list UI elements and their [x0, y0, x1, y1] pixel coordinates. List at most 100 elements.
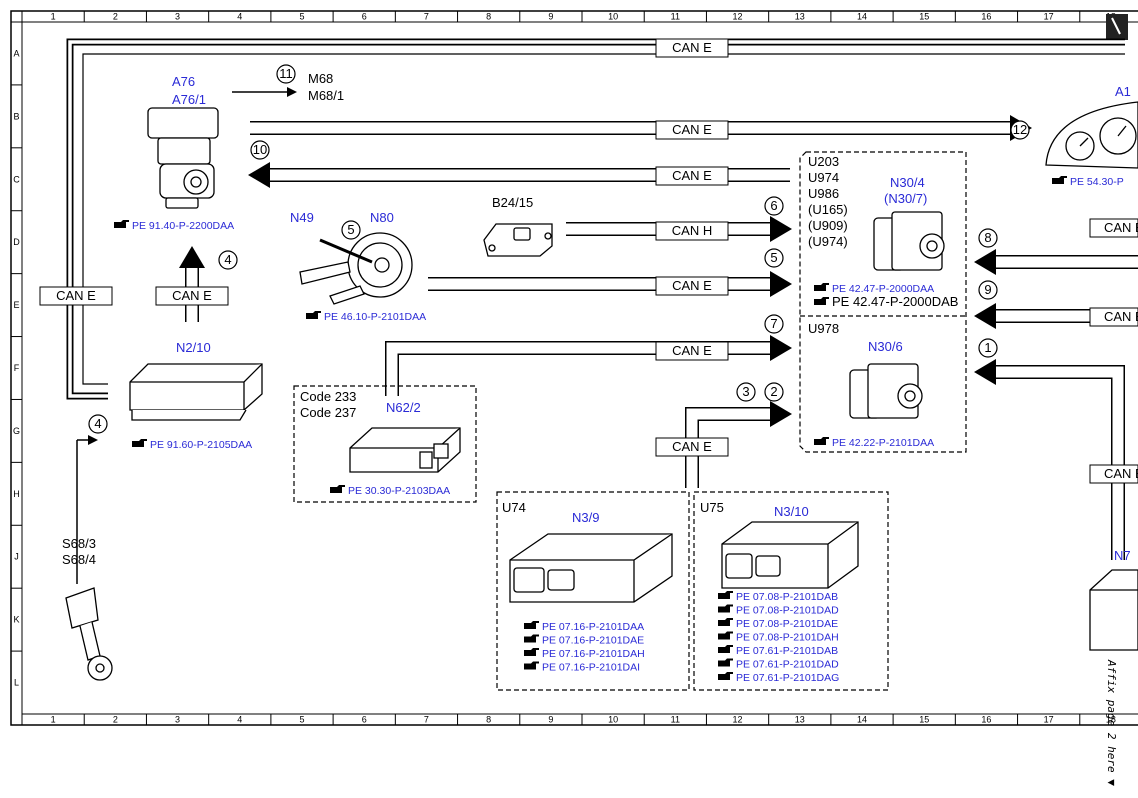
pe-reference[interactable]: PE 07.08-P-2101DAH: [718, 631, 839, 644]
row-label: G: [13, 426, 20, 436]
pointing-hand-icon: [524, 621, 539, 629]
pe-reference[interactable]: PE 07.16-P-2101DAI: [524, 661, 640, 674]
pointing-hand-icon: [718, 618, 733, 626]
callout-1: 1: [978, 338, 998, 358]
pe-reference[interactable]: PE 54.30-P: [1052, 176, 1124, 188]
svg-text:CAN E: CAN E: [1104, 309, 1138, 324]
n2-10-module-drawing: [129, 363, 263, 421]
row-label: K: [13, 615, 19, 625]
can-e-main-line: [66, 38, 1125, 400]
s68-4-label: S68/4: [62, 552, 96, 567]
u75-label: U75: [700, 500, 724, 515]
callout-4: 4: [88, 414, 108, 434]
pointing-hand-icon: [330, 485, 345, 493]
pe-reference[interactable]: PE 91.40-P-2200DAA: [114, 220, 234, 232]
pe-reference[interactable]: PE 30.30-P-2103DAA: [330, 485, 450, 497]
n7-label: N7: [1114, 548, 1131, 563]
pe-reference[interactable]: PE 91.60-P-2105DAA: [132, 439, 252, 451]
column-label-bottom: 9: [548, 715, 553, 725]
pe-reference-text: PE 07.61-P-2101DAD: [736, 659, 839, 671]
a1-instrument-cluster: [1045, 101, 1138, 169]
column-label-top: 14: [857, 12, 867, 22]
column-label-top: 9: [548, 12, 553, 22]
svg-text:(U165): (U165): [808, 202, 848, 217]
callout-5: 5: [341, 220, 361, 240]
column-label-bottom: 5: [299, 715, 304, 725]
pe-reference[interactable]: PE 46.10-P-2101DAA: [306, 311, 426, 323]
s68-seat-belt-switch: [65, 435, 113, 681]
svg-text:1: 1: [984, 340, 991, 355]
pointing-hand-icon: [524, 661, 539, 670]
pe-reference[interactable]: PE 07.16-P-2101DAH: [524, 648, 645, 660]
svg-text:CAN E: CAN E: [172, 288, 212, 303]
n3-10-ecu-drawing: [721, 521, 859, 589]
can-label-ecu: CAN E: [655, 437, 729, 457]
pe-reference-text: PE 42.22-P-2101DAA: [832, 437, 934, 449]
svg-text:CAN E: CAN E: [672, 168, 712, 183]
pe-reference[interactable]: PE 07.61-P-2101DAB: [718, 645, 838, 657]
callout-9: 9: [978, 280, 998, 300]
column-label-top: 12: [733, 12, 743, 22]
pointing-hand-icon: [524, 634, 539, 643]
u74-label: U74: [502, 500, 526, 515]
column-label-bottom: 15: [919, 715, 929, 725]
svg-text:U974: U974: [808, 170, 839, 185]
pe-reference[interactable]: PE 42.47-P-2000DAA: [814, 283, 934, 295]
pe-reference[interactable]: PE 07.16-P-2101DAA: [524, 621, 644, 633]
pe-reference[interactable]: PE 07.61-P-2101DAG: [718, 672, 839, 684]
bus-arrow-1-inner: [996, 366, 1124, 560]
pe-reference[interactable]: PE 07.08-P-2101DAD: [718, 604, 839, 617]
svg-text:5: 5: [770, 250, 777, 265]
pe-reference[interactable]: PE 42.47-P-2000DAB: [814, 294, 958, 309]
pointing-hand-icon: [114, 220, 129, 228]
column-label-bottom: 2: [113, 715, 118, 725]
pointing-hand-icon: [718, 631, 733, 640]
pe-reference[interactable]: PE 07.61-P-2101DAD: [718, 658, 839, 671]
n62-2-module-drawing: [349, 427, 461, 473]
pe-reference-text: PE 91.60-P-2105DAA: [150, 439, 252, 451]
svg-text:CAN E: CAN E: [672, 278, 712, 293]
b24-15-sensor: [483, 223, 553, 257]
svg-text:CAN E: CAN E: [672, 439, 712, 454]
pointing-hand-icon: [718, 591, 733, 599]
pe-reference-text: PE 42.47-P-2000DAA: [832, 283, 934, 295]
bus-arrow-10-head: [248, 162, 270, 188]
svg-text:CAN E: CAN E: [672, 122, 712, 137]
pe-reference-text: PE 07.08-P-2101DAB: [736, 591, 838, 603]
svg-text:3: 3: [742, 384, 749, 399]
column-label-top: 4: [237, 12, 242, 22]
svg-text:U203: U203: [808, 154, 839, 169]
callout-4: 4: [218, 250, 238, 270]
column-label-bottom: 16: [981, 715, 991, 725]
svg-text:11: 11: [279, 66, 293, 81]
can-label-top: CAN E: [655, 38, 729, 58]
column-label-bottom: 7: [424, 715, 429, 725]
n49-n80-steering-module: [299, 232, 413, 305]
s68-3-label: S68/3: [62, 536, 96, 551]
pe-reference[interactable]: PE 42.22-P-2101DAA: [814, 437, 934, 449]
column-label-bottom: 1: [51, 715, 56, 725]
column-label-bottom: 8: [486, 715, 491, 725]
can-label-right-g: CAN E: [1089, 464, 1138, 484]
n49-label: N49: [290, 210, 314, 225]
column-label-bottom: 11: [671, 715, 680, 725]
column-label-bottom: 10: [608, 715, 618, 725]
callout-6: 6: [764, 196, 784, 216]
pointing-hand-icon: [718, 672, 733, 680]
m68-label: M68: [308, 71, 333, 86]
pointing-hand-icon: [814, 437, 829, 445]
pe-reference[interactable]: PE 07.08-P-2101DAB: [718, 591, 838, 603]
pe-reference-text: PE 54.30-P: [1070, 176, 1124, 188]
svg-text:4: 4: [94, 416, 101, 431]
pointing-hand-icon: [132, 439, 147, 447]
n30-4-variants: U203 U974 U986 (U165) (U909) (U974): [808, 154, 848, 249]
column-label-top: 3: [175, 12, 180, 22]
column-label-top: 1: [51, 12, 56, 22]
column-label-top: 6: [362, 12, 367, 22]
pe-reference[interactable]: PE 07.16-P-2101DAE: [524, 634, 644, 647]
bus-arrow-3-2-inner: [686, 408, 770, 488]
pe-reference[interactable]: PE 07.08-P-2101DAE: [718, 618, 838, 630]
column-label-top: 15: [919, 12, 929, 22]
column-label-bottom: 13: [795, 715, 805, 725]
n3-9-box: [496, 491, 690, 691]
